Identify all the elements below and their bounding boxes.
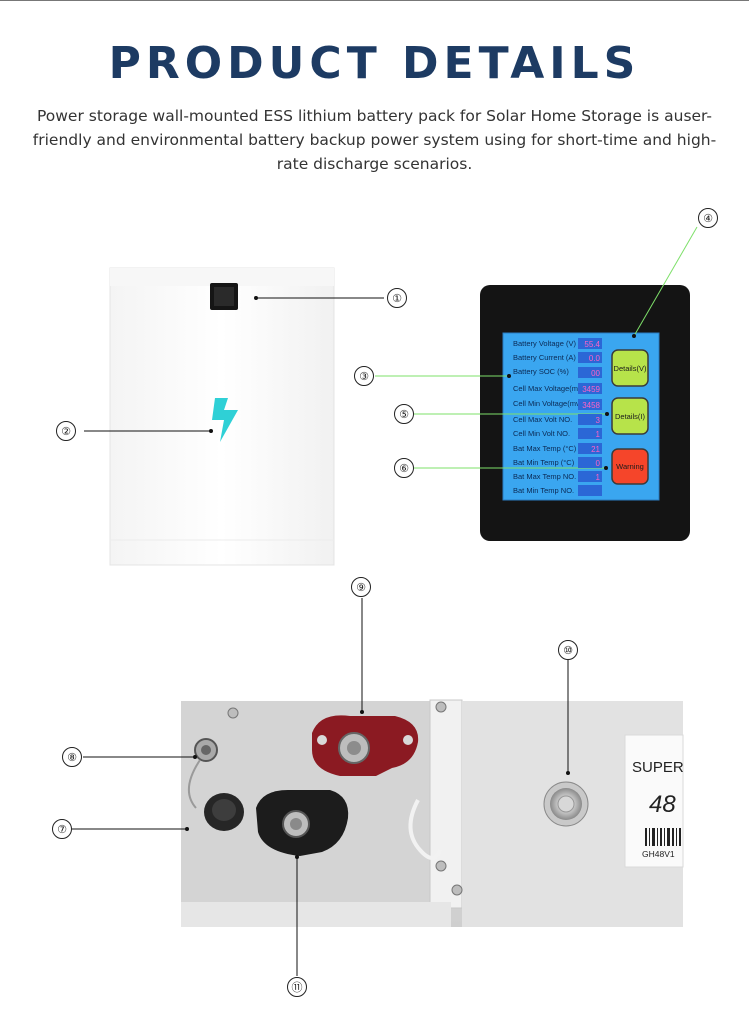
- reading-label: Cell Min Volt NO.: [513, 429, 570, 438]
- page-title: PRODUCT DETAILS: [108, 38, 641, 89]
- reading-value: 1: [596, 430, 601, 439]
- power-button-icon: [550, 788, 582, 820]
- sticker-brand: SUPER: [632, 759, 684, 776]
- sticker-model: 48: [649, 791, 676, 818]
- callout-7: ⑦: [52, 819, 72, 839]
- reading-value: 00: [591, 369, 600, 378]
- battery-front-panel: [109, 267, 335, 566]
- model-sticker: [624, 734, 684, 868]
- communication-port: [194, 738, 218, 762]
- reading-label: Cell Min Voltage(mv): [513, 399, 583, 408]
- lcd-window: [210, 283, 238, 310]
- warning-button[interactable]: Warning: [611, 448, 649, 485]
- reading-label: Battery Current (A): [513, 353, 576, 362]
- details-i-button[interactable]: Details(I): [611, 397, 649, 435]
- callout-5: ⑤: [394, 404, 414, 424]
- reading-value: 55.4: [584, 340, 600, 349]
- reading-label: Battery SOC (%): [513, 367, 569, 376]
- reading-label: Bat Min Temp NO.: [513, 486, 574, 495]
- lcd-screen-device: [480, 285, 690, 541]
- callout-10: ⑩: [558, 640, 578, 660]
- top-border: [0, 0, 749, 1]
- reading-value: 0.0: [589, 354, 601, 363]
- reading-value: 21: [591, 445, 600, 454]
- reading-value: 3: [596, 416, 601, 425]
- lcd-readings: Battery Voltage (V) Battery Current (A) …: [513, 338, 602, 496]
- port-cap: [204, 793, 244, 831]
- reading-label: Cell Max Volt NO.: [513, 415, 572, 424]
- reading-value: 0: [596, 459, 601, 468]
- details-v-button[interactable]: Details(V): [611, 349, 649, 387]
- reading-label: Bat Max Temp NO.: [513, 472, 576, 481]
- callout-9: ⑨: [351, 577, 371, 597]
- callout-3: ③: [354, 366, 374, 386]
- reading-label: Bat Max Temp (°C): [513, 444, 577, 453]
- reading-label: Cell Max Voltage(mv): [513, 384, 585, 393]
- terminal-photo: [181, 699, 684, 927]
- details-i-label: Details(I): [615, 412, 646, 421]
- warning-label: Warning: [616, 462, 644, 471]
- callout-dots: [185, 296, 636, 859]
- callout-6: ⑥: [394, 458, 414, 478]
- sticker-code: GH48V1: [642, 849, 675, 859]
- positive-terminal: [312, 715, 419, 776]
- callout-lines: [72, 226, 698, 976]
- reading-value: 1: [596, 473, 601, 482]
- callout-1: ①: [387, 288, 407, 308]
- lightning-bolt-icon: [212, 398, 238, 442]
- reading-label: Bat Min Temp (°C): [513, 458, 575, 467]
- negative-terminal: [256, 790, 349, 856]
- product-description: Power storage wall-mounted ESS lithium b…: [32, 107, 717, 173]
- reading-label: Battery Voltage (V): [513, 339, 576, 348]
- reading-value: 3458: [582, 401, 600, 410]
- reading-value: 3459: [582, 385, 600, 394]
- callout-4: ④: [698, 208, 718, 228]
- barcode: [645, 828, 681, 846]
- callout-2: ②: [56, 421, 76, 441]
- callout-11: ⑪: [287, 977, 307, 997]
- details-v-label: Details(V): [614, 364, 647, 373]
- callout-8: ⑧: [62, 747, 82, 767]
